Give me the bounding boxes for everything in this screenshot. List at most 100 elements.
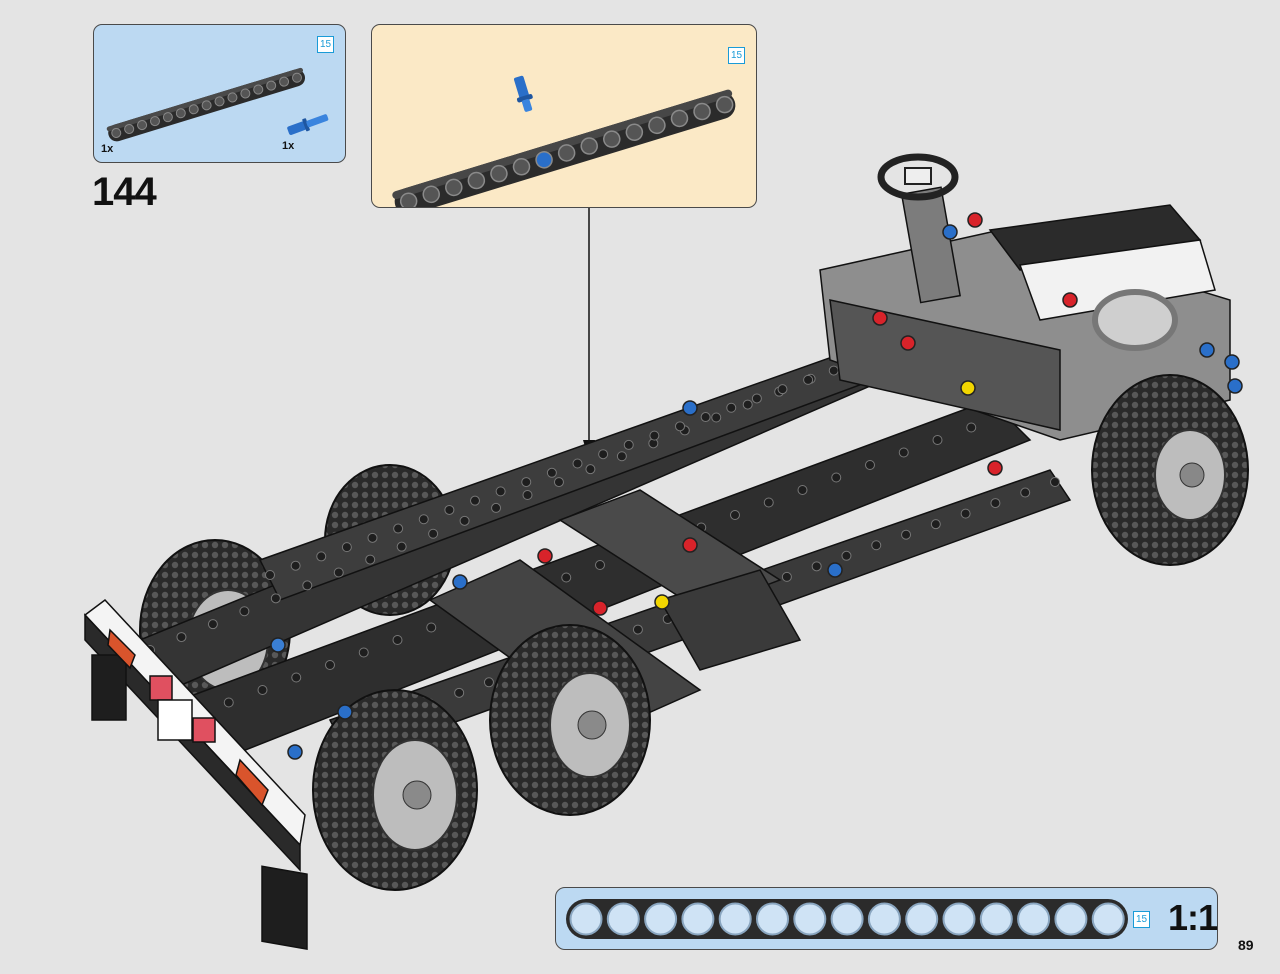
ruler-hole — [569, 902, 603, 936]
liftarm-hole — [422, 185, 440, 204]
accent-pin — [1224, 354, 1240, 370]
beam-hole — [595, 560, 605, 570]
beam-hole — [763, 497, 774, 508]
beam-hole — [365, 554, 376, 565]
ruler-hole — [793, 902, 827, 936]
beam-hole — [585, 464, 596, 475]
beam-hole — [392, 635, 403, 645]
beam-hole — [828, 365, 839, 376]
beam-hole — [871, 540, 882, 551]
beam-hole — [781, 571, 792, 582]
length-badge: 15 — [317, 36, 334, 53]
beam-hole — [426, 622, 437, 633]
beam-hole — [207, 619, 218, 630]
beam-hole — [572, 458, 583, 469]
beam-hole — [553, 477, 564, 488]
beam-hole — [239, 606, 250, 617]
accent-pin — [1199, 342, 1215, 358]
beam-hole — [483, 677, 494, 688]
beam-hole — [1020, 487, 1031, 498]
beam-hole — [176, 632, 187, 643]
ruler-hole — [1017, 902, 1051, 936]
beam-hole — [598, 449, 609, 460]
accent-pin — [1062, 292, 1078, 308]
beam-hole — [803, 374, 814, 385]
liftarm-hole — [214, 96, 225, 107]
liftarm-hole — [291, 72, 302, 83]
beam-hole — [901, 529, 912, 540]
beam-hole — [960, 508, 971, 519]
liftarm-hole — [227, 92, 238, 103]
accent-pin — [900, 335, 916, 351]
beam-hole — [491, 502, 502, 513]
scale-ruler-box: 15 — [555, 887, 1218, 950]
beam-hole — [257, 685, 268, 695]
step-number: 144 — [92, 170, 157, 214]
ruler-hole — [905, 902, 939, 936]
ruler-holes — [569, 902, 1125, 936]
accent-pin — [592, 600, 608, 616]
beam-hole — [459, 515, 470, 526]
beam-hole — [341, 542, 352, 553]
liftarm-hole — [399, 192, 418, 207]
beam-hole — [290, 560, 301, 571]
beam-hole — [730, 510, 740, 520]
liftarm-hole — [535, 151, 553, 169]
parts-list-box: 15 1x 1x — [93, 24, 346, 163]
part-quantity: 1x — [282, 140, 295, 152]
ruler-hole — [681, 902, 715, 936]
liftarm-hole — [149, 116, 160, 127]
length-badge: 15 — [1133, 911, 1150, 928]
beam-hole — [811, 561, 822, 572]
ruler-hole — [942, 902, 976, 936]
beam-hole — [675, 421, 685, 432]
accent-pin — [987, 460, 1003, 476]
beam-hole — [561, 572, 572, 583]
liftarm-hole — [137, 120, 148, 131]
liftarm-holes — [111, 72, 302, 138]
accent-pin — [452, 574, 468, 590]
beam-hole — [797, 485, 808, 495]
beam-hole — [898, 447, 909, 458]
accent-pin — [270, 637, 286, 653]
front-wheel-right — [1091, 374, 1249, 566]
accent-pin — [287, 744, 303, 760]
beam-hole — [393, 523, 404, 534]
beam-hole — [932, 435, 943, 445]
ruler-hole — [644, 902, 678, 936]
beam-hole — [418, 514, 429, 525]
beam-hole — [751, 393, 762, 404]
black-liftarm-15-icon — [106, 67, 306, 142]
blue-axle-pin-icon — [287, 114, 329, 135]
liftarm-hole — [670, 109, 689, 128]
liftarm-hole — [625, 123, 644, 141]
accent-pin — [827, 562, 843, 578]
liftarm-hole — [188, 104, 199, 115]
length-badge: 15 — [728, 47, 745, 64]
beam-hole — [711, 412, 722, 423]
beam-holes — [145, 335, 1060, 740]
liftarm-hole — [467, 171, 486, 190]
beam-hole — [265, 570, 275, 580]
beam-hole — [990, 498, 1001, 509]
beam-hole — [1050, 477, 1060, 487]
liftarm-hole — [266, 80, 277, 91]
liftarm-hole — [445, 178, 463, 197]
liftarm-hole — [124, 124, 135, 135]
beam-hole — [966, 422, 977, 433]
accent-pin — [337, 704, 353, 720]
rear-bumper — [83, 598, 308, 951]
ruler-hole — [1054, 902, 1088, 936]
beam-hole — [726, 402, 737, 413]
beam-hole — [546, 467, 557, 478]
part-quantity: 1x — [101, 143, 114, 155]
beam-hole — [223, 697, 234, 708]
liftarm-hole — [693, 102, 711, 121]
ruler-hole — [756, 902, 789, 936]
beam-hole — [700, 412, 711, 423]
liftarm-holes — [399, 95, 734, 207]
accent-pin — [654, 594, 670, 610]
beam-hole — [623, 439, 634, 450]
ruler-hole — [979, 902, 1013, 936]
liftarm-hole — [603, 130, 621, 148]
